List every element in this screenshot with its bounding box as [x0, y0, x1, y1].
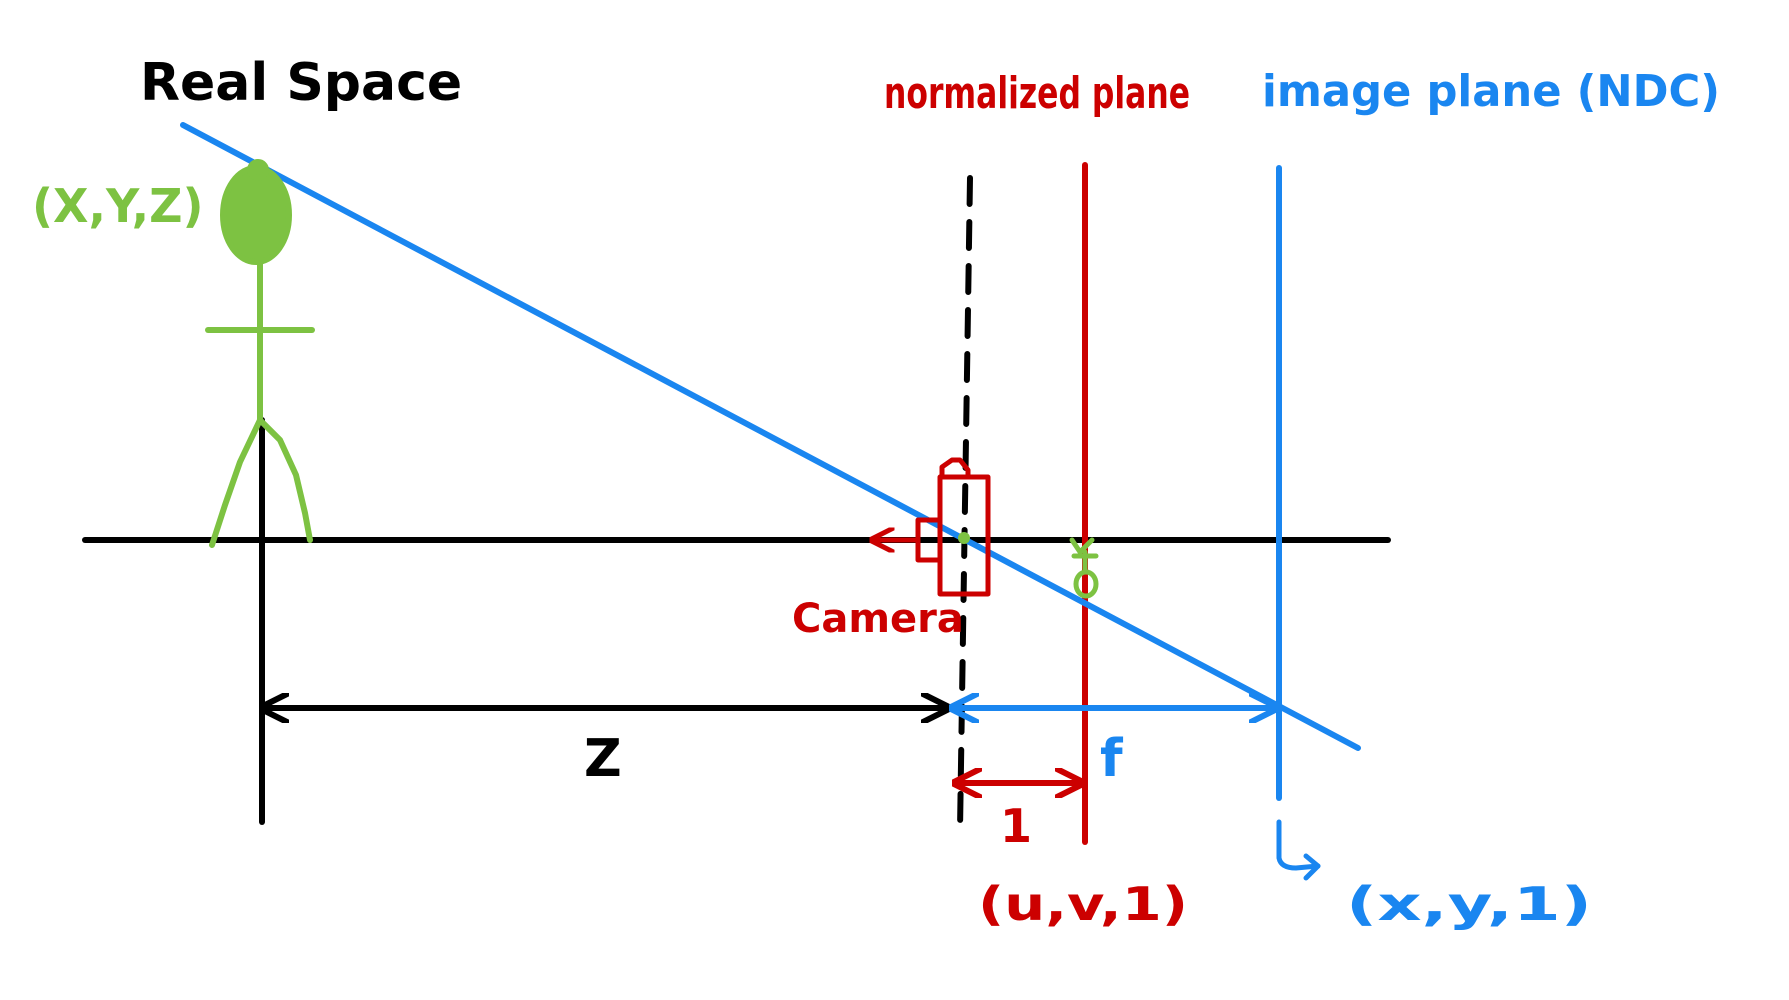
image-coords-label: (x,y,1)	[1346, 877, 1592, 931]
camera-icon	[869, 457, 991, 597]
camera-label: Camera	[792, 596, 964, 642]
image-coords-hook-arrow	[1276, 819, 1321, 871]
real-space-label: Real Space	[140, 53, 462, 113]
camera-center-dashed-line	[957, 175, 973, 833]
person-figure	[205, 159, 315, 548]
world-point-label: (X,Y,Z)	[32, 179, 204, 233]
image-coords-hook-arrowhead	[1303, 853, 1321, 881]
person-head	[220, 165, 292, 265]
projection-ray	[180, 122, 1361, 751]
image-plane-label: image plane (NDC)	[1262, 66, 1720, 117]
unit-distance-label: 1	[1000, 799, 1032, 853]
focal-length-label: f	[1100, 729, 1124, 789]
normalized-coords-label: (u,v,1)	[978, 877, 1188, 931]
projected-figure	[1069, 537, 1099, 599]
person-right-leg	[257, 417, 313, 543]
normalized-plane-label: normalized plane	[884, 68, 1190, 119]
person-left-leg	[209, 417, 263, 548]
world-point-dot	[247, 159, 269, 181]
camera-top	[939, 457, 971, 480]
camera-center-dot	[958, 532, 970, 544]
depth-label: Z	[584, 729, 622, 789]
